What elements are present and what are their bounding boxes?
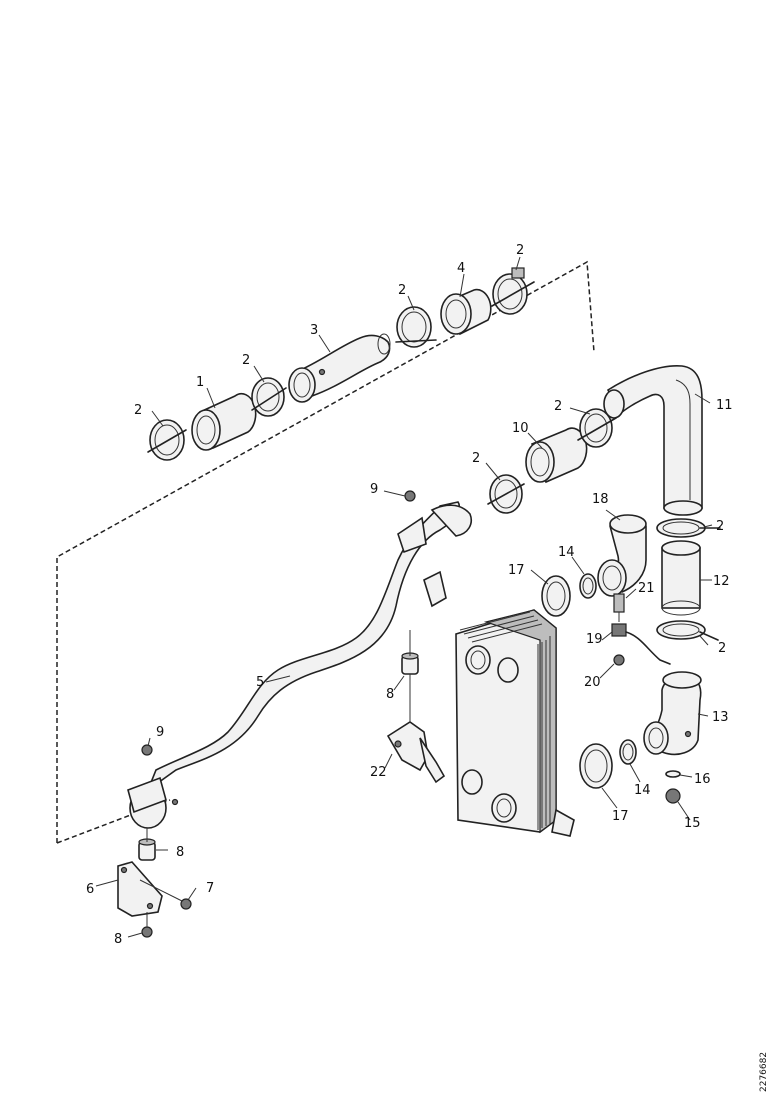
callout-10: 10 [512, 421, 529, 436]
callout-2-h: 2 [718, 641, 726, 656]
callout-14-upper: 14 [558, 545, 575, 560]
callout-22: 22 [370, 765, 387, 780]
part-10-hose [525, 427, 588, 484]
callout-13: 13 [712, 710, 729, 725]
callout-7: 7 [206, 881, 214, 896]
callout-21: 21 [638, 581, 655, 596]
part-4-hose [440, 288, 492, 336]
part-6-bracket-upper-left [127, 776, 167, 814]
part-2-clamp-b [251, 377, 287, 417]
callout-5: 5 [256, 675, 264, 690]
part-13-elbow-connector [643, 671, 702, 756]
assembly-outline-dashed [56, 260, 595, 843]
callout-1: 1 [196, 375, 204, 390]
callout-16: 16 [694, 772, 711, 787]
part-1-hose [191, 393, 257, 451]
part-2-clamp-d [491, 267, 535, 315]
part-17-clamp-upper [541, 575, 571, 617]
callout-18: 18 [592, 492, 609, 507]
part-8-rubber-mount-mid [401, 630, 419, 675]
callout-12: 12 [713, 574, 730, 589]
callout-17-upper: 17 [508, 563, 525, 578]
callout-20: 20 [584, 675, 601, 690]
part-2-clamp-h [656, 620, 719, 641]
part-22-bracket-sensor [386, 674, 446, 784]
callout-9-top: 9 [370, 482, 378, 497]
callout-2-a: 2 [134, 403, 142, 418]
part-2-clamp-c [395, 306, 437, 348]
callout-9-left: 9 [156, 725, 164, 740]
part-2-clamp-e [487, 474, 525, 514]
callout-2-c: 2 [398, 283, 406, 298]
part-9-nut-top [404, 490, 416, 502]
part-21-sensor [613, 593, 625, 622]
part-2-clamp-g [656, 518, 721, 538]
callout-14-lower: 14 [634, 783, 651, 798]
intercooler-core [455, 609, 575, 837]
part-20-nut [613, 654, 625, 666]
callout-2-b: 2 [242, 353, 250, 368]
part-12-hose [661, 540, 701, 616]
callout-8-mid: 8 [386, 687, 394, 702]
part-19-fitting [611, 623, 671, 665]
part-3-charge-air-pipe [288, 333, 391, 403]
leader-lines [95, 256, 713, 938]
part-11-elbow-pipe [603, 365, 703, 516]
part-2-clamp-f [577, 408, 617, 448]
part-14-o-ring-upper [579, 573, 597, 599]
part-5-charge-air-pipe [129, 501, 472, 829]
callout-17-lower: 17 [612, 809, 629, 824]
callout-4: 4 [457, 261, 465, 276]
callout-2-f: 2 [472, 451, 480, 466]
callout-8-low: 8 [176, 845, 184, 860]
drawing-reference-number: 2276682 [759, 1052, 769, 1092]
callout-19: 19 [586, 632, 603, 647]
part-9-nut-bottom [141, 912, 153, 938]
callout-2-g: 2 [716, 519, 724, 534]
callout-2-e: 2 [554, 399, 562, 414]
callout-6: 6 [86, 882, 94, 897]
part-15-plug [665, 788, 681, 804]
part-8-rubber-mount-low [138, 828, 156, 861]
callout-15: 15 [684, 816, 701, 831]
part-6-bracket-lower [117, 861, 163, 917]
callout-2-d: 2 [516, 243, 524, 258]
part-7-bolt [139, 879, 192, 910]
callout-3: 3 [310, 323, 318, 338]
part-16-washer [665, 770, 681, 778]
part-14-o-ring-lower [619, 739, 637, 765]
callout-8-bottom: 8 [114, 932, 122, 947]
part-9-nut-left [141, 744, 153, 756]
part-2-clamp-a [147, 419, 187, 461]
callout-11: 11 [716, 398, 733, 413]
part-17-clamp-lower [579, 743, 613, 789]
